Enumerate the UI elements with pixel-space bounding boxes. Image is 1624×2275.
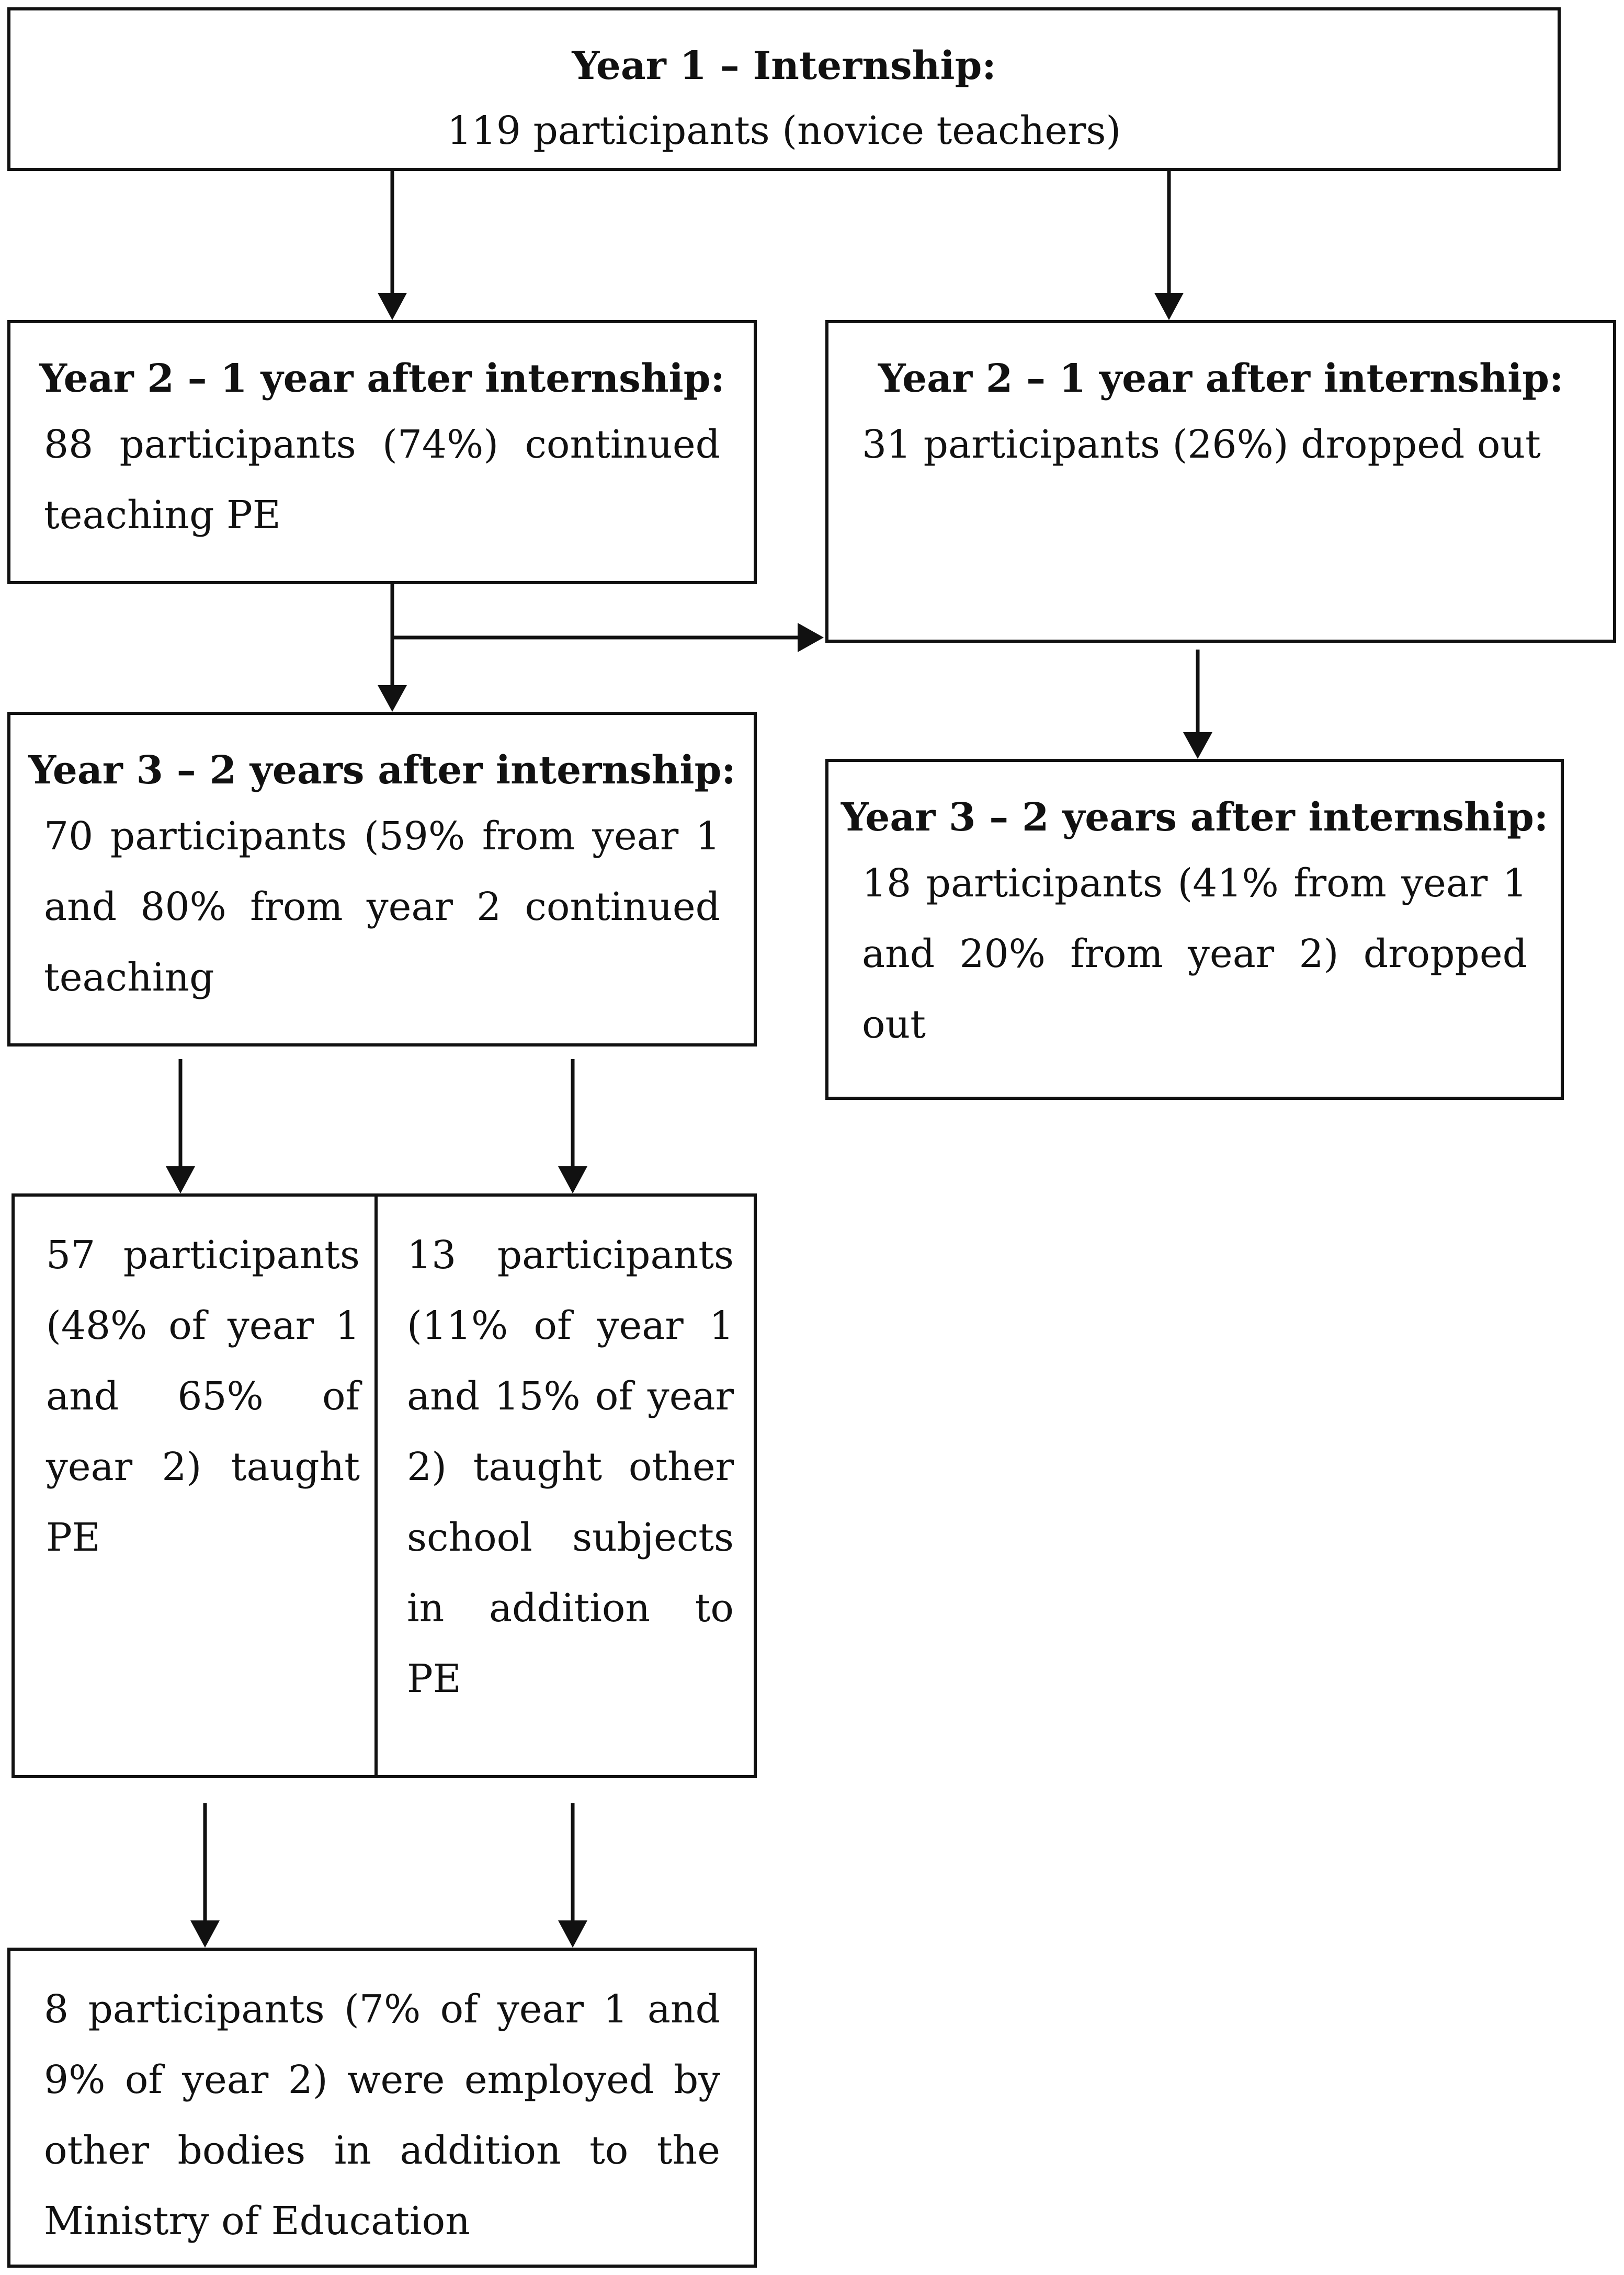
year3-continued-heading: Year 3 – 2 years after internship: [28, 748, 736, 793]
year1-text: 119 participants (novice teachers) [447, 108, 1121, 153]
employed-other-text: 8 participants (7% of year 1 and 9% of y… [44, 1987, 720, 2244]
year2-continued-heading: Year 2 – 1 year after internship: [39, 356, 725, 401]
taught-pe-text: 57 participants (48% of year 1 and 65% o… [46, 1233, 360, 1560]
year3-dropped-heading: Year 3 – 2 years after internship: [841, 795, 1549, 840]
taught-other-text: 13 participants (11% of year 1 and 15% o… [407, 1233, 734, 1701]
year3-split-box: 57 participants (48% of year 1 and 65% o… [12, 1193, 757, 1778]
year2-continued-text: 88 participants (74%) continued teaching… [44, 422, 720, 538]
year1-box: Year 1 – Internship: 119 participants (n… [7, 7, 1561, 171]
year2-dropped-box: Year 2 – 1 year after internship: 31 par… [825, 320, 1616, 643]
year2-dropped-text: 31 participants (26%) dropped out [862, 422, 1541, 467]
year3-dropped-text: 18 participants (41% from year 1 and 20%… [862, 861, 1527, 1047]
year2-dropped-heading: Year 2 – 1 year after internship: [878, 356, 1564, 401]
employed-other-box: 8 participants (7% of year 1 and 9% of y… [7, 1948, 757, 2268]
year3-continued-text: 70 participants (59% from year 1 and 80%… [44, 814, 720, 1000]
year2-continued-box: Year 2 – 1 year after internship: 88 par… [7, 320, 757, 584]
split-divider [374, 1197, 378, 1775]
year3-continued-box: Year 3 – 2 years after internship: 70 pa… [7, 712, 757, 1046]
year3-dropped-box: Year 3 – 2 years after internship: 18 pa… [825, 759, 1564, 1100]
year1-heading: Year 1 – Internship: [572, 43, 996, 88]
